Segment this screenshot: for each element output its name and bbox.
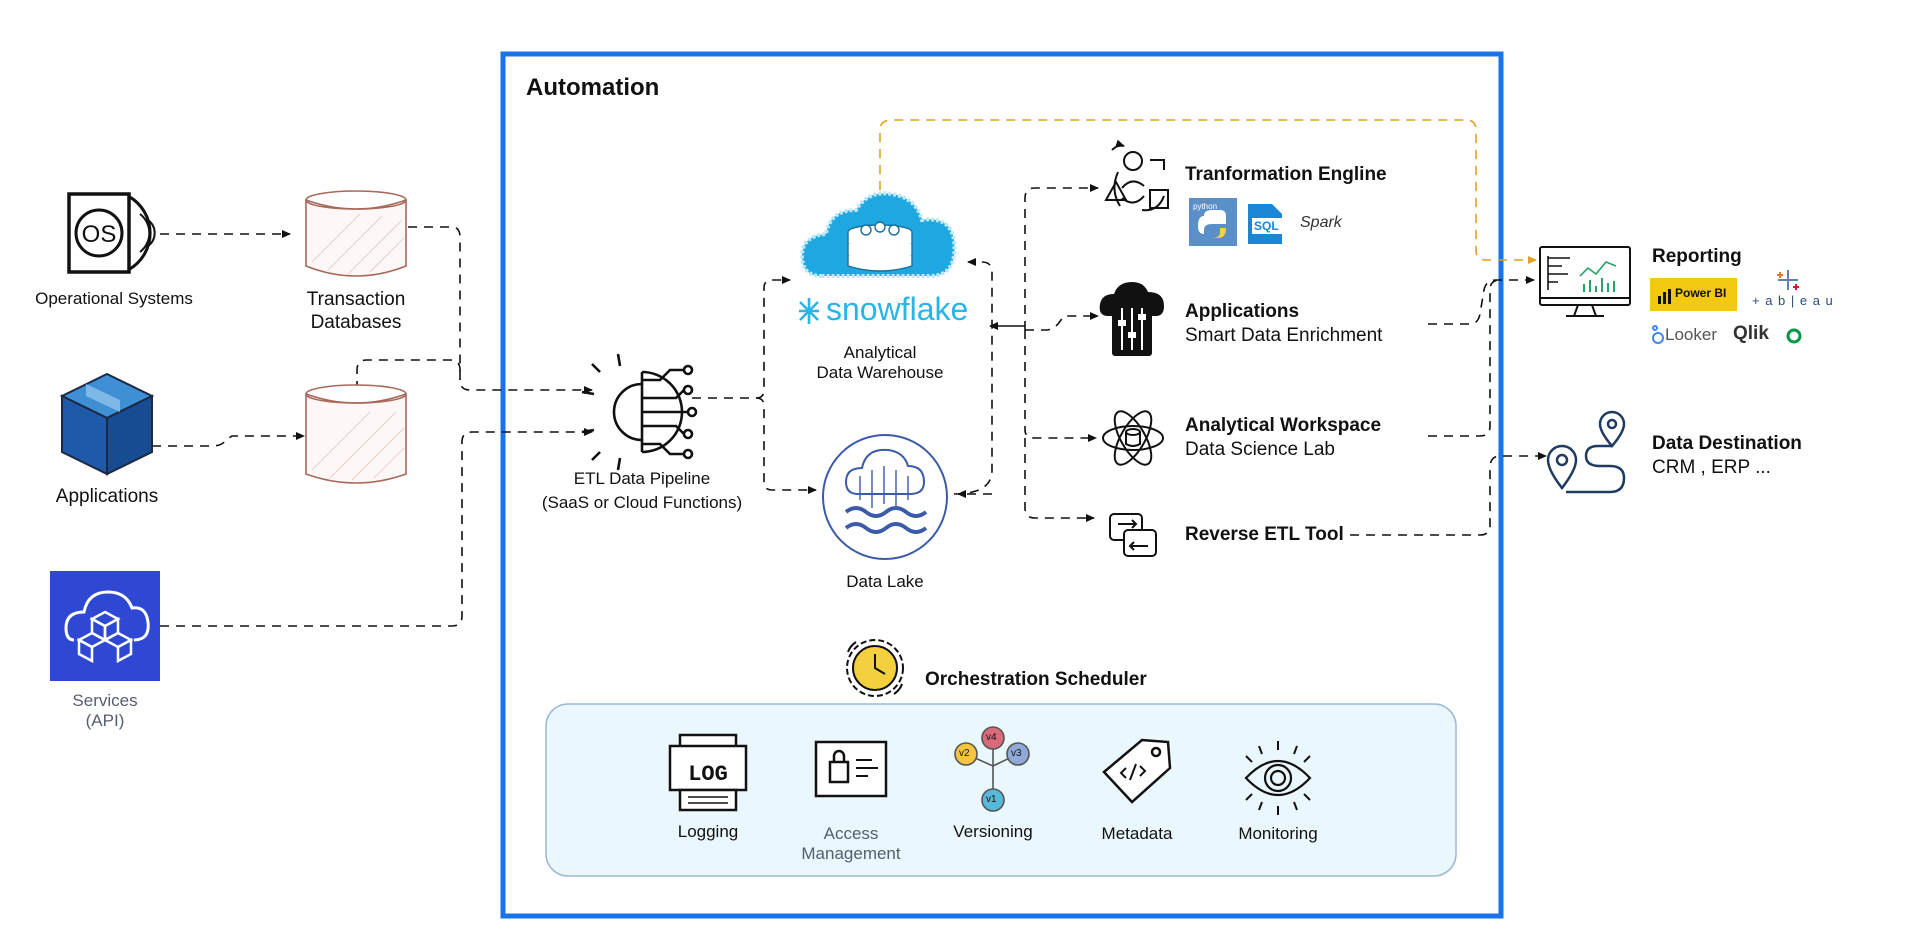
powerbi-label: Power BI — [1675, 286, 1727, 300]
etl-pipeline-label-line1: ETL Data Pipeline — [573, 469, 711, 488]
sql-logo-text: SQL — [1254, 219, 1279, 233]
tableau-logo-icon — [1777, 270, 1799, 290]
python-logo-text: python — [1193, 202, 1218, 211]
monitoring-eye-icon — [1244, 741, 1312, 815]
etl-pipeline-label-line2: (SaaS or Cloud Functions) — [541, 493, 743, 512]
data-lake-label: Data Lake — [846, 572, 924, 591]
link-applications-to-reporting — [1428, 276, 1535, 325]
transformation-icon — [1104, 139, 1169, 212]
link-reverse-to-destination — [1350, 452, 1547, 536]
link-db2-to-etl — [356, 359, 461, 390]
services-api-icon — [50, 571, 160, 681]
workspace-node-title: Analytical Workspace — [1185, 415, 1382, 436]
link-app-to-db — [152, 432, 305, 447]
version-tag-v2: v2 — [959, 748, 970, 759]
data-destination-icon — [1546, 410, 1626, 494]
snowflake-brand: snowflake — [826, 291, 969, 327]
looker-label: Looker — [1665, 325, 1717, 344]
link-services-to-etl — [160, 428, 593, 627]
qlik-label: Qlik — [1733, 323, 1769, 344]
application-db-icon — [305, 384, 407, 484]
link-db1-to-etl — [408, 226, 593, 394]
warehouse-label-line2: Data Warehouse — [816, 363, 944, 382]
transaction-db-icon — [305, 190, 407, 277]
link-hub-to-workspace — [1024, 330, 1097, 442]
applications-node-title: Applications — [1185, 301, 1300, 322]
reporting-monitor-icon — [1539, 246, 1631, 317]
orchestration-panel — [545, 703, 1457, 877]
link-hub-to-applications — [1025, 312, 1099, 331]
snowflake-cloud-icon — [799, 191, 957, 278]
qlik-logo-icon — [1786, 328, 1802, 344]
etl-pipeline-icon — [581, 353, 698, 471]
data-lake-icon — [822, 434, 948, 560]
smart-data-icon — [1099, 282, 1164, 356]
link-workspace-to-reporting — [1428, 279, 1501, 437]
transaction-db-label-line2: Databases — [310, 312, 402, 333]
link-etl-to-lake — [755, 397, 817, 494]
analytical-workspace-icon — [1102, 410, 1164, 466]
applications-node-subtitle: Smart Data Enrichment — [1185, 325, 1383, 346]
sql-logo-icon — [1248, 204, 1282, 244]
monitoring-label: Monitoring — [1238, 824, 1318, 843]
snowflake-logo-icon — [799, 298, 819, 324]
link-warehouse-to-reporting — [879, 119, 1537, 264]
link-etl-to-warehouse — [692, 276, 791, 399]
operational-systems-label: Operational Systems — [35, 289, 193, 308]
access-label-line1: Access — [823, 824, 879, 843]
transformation-title: Tranformation Engline — [1185, 164, 1387, 185]
powerbi-logo-icon — [1658, 289, 1671, 304]
os-badge: OS — [82, 221, 117, 248]
applications-source-label: Applications — [55, 486, 159, 507]
workspace-node-subtitle: Data Science Lab — [1185, 439, 1335, 460]
automation-title: Automation — [526, 74, 660, 101]
log-badge: LOG — [688, 762, 728, 787]
reporting-title: Reporting — [1652, 246, 1742, 267]
versioning-icon — [954, 726, 1030, 812]
link-lake-to-warehouse — [953, 258, 993, 495]
link-hub-to-reverse — [1024, 438, 1095, 522]
connectors — [152, 184, 1547, 627]
data-destination-title: Data Destination — [1652, 433, 1802, 454]
access-management-icon — [814, 740, 888, 798]
os-icon — [67, 192, 156, 274]
logging-label: Logging — [677, 822, 739, 841]
services-label-line2: (API) — [85, 711, 125, 730]
metadata-tag-icon — [1102, 738, 1172, 804]
version-tag-v4: v4 — [986, 732, 997, 743]
logging-icon — [668, 733, 748, 812]
warehouse-label-line1: Analytical — [843, 343, 917, 362]
versioning-label: Versioning — [953, 822, 1033, 841]
data-destination-subtitle: CRM , ERP ... — [1652, 457, 1771, 478]
looker-logo-icon — [1652, 325, 1664, 344]
orchestration-scheduler-icon — [846, 639, 904, 697]
application-box-icon — [59, 372, 155, 476]
spark-logo-text: Spark — [1300, 214, 1342, 231]
orchestration-title: Orchestration Scheduler — [925, 669, 1147, 690]
version-tag-v3: v3 — [1011, 748, 1022, 759]
automation-frame — [500, 51, 1504, 919]
access-label-line2: Management — [801, 844, 901, 863]
reverse-etl-icon — [1109, 513, 1157, 557]
version-tag-v1: v1 — [986, 794, 997, 805]
transaction-db-label-line1: Transaction — [306, 289, 406, 310]
services-label-line1: Services — [72, 691, 138, 710]
link-hub-to-transformation — [1024, 184, 1099, 330]
metadata-label: Metadata — [1101, 824, 1173, 843]
tableau-label: + a b | e a u — [1752, 293, 1834, 308]
reverse-etl-title: Reverse ETL Tool — [1185, 524, 1344, 545]
